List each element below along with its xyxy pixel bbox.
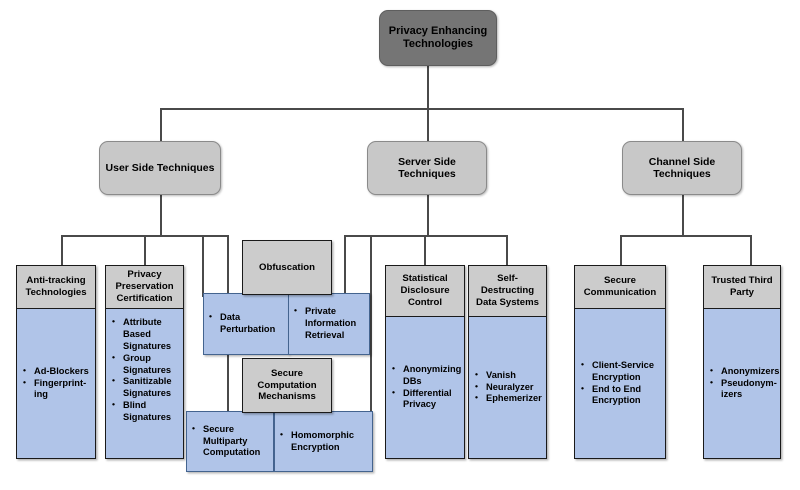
list-item: Differential Privacy: [392, 387, 459, 412]
node-data-perturbation[interactable]: Data Perturbation: [203, 293, 289, 355]
list-item: Vanish: [475, 369, 541, 382]
leaf-statistical-disclosure-title: Statistical Disclosure Control: [385, 265, 465, 317]
connector-drop-trusted-third-party: [750, 235, 752, 265]
connector-drop-secure-computation-right: [370, 235, 372, 415]
node-secure-multiparty-computation[interactable]: Secure Multiparty Computation: [186, 411, 274, 472]
leaf-privacy-preservation-body: Attribute Based Signatures Group Signatu…: [105, 309, 184, 459]
list-item: Neuralyzer: [475, 381, 541, 394]
leaf-privacy-preservation[interactable]: Privacy Preservation Certification Attri…: [105, 265, 184, 459]
connector-drop-anti-tracking: [61, 235, 63, 265]
leaf-statistical-disclosure[interactable]: Statistical Disclosure Control Anonymizi…: [385, 265, 465, 459]
connector-drop-secure-communication: [620, 235, 622, 265]
leaf-trusted-third-party[interactable]: Trusted Third Party Anonymizers Pseudony…: [703, 265, 781, 459]
node-root-label: Privacy Enhancing Technologies: [388, 25, 488, 50]
connector-channel-side-stem: [682, 195, 684, 236]
leaf-anti-tracking-body: Ad-Blockers Fingerprint-ing: [16, 309, 96, 459]
leaf-self-destructing-title: Self-Destructing Data Systems: [468, 265, 547, 317]
list-item: Ephemerizer: [475, 392, 542, 405]
node-user-side[interactable]: User Side Techniques: [99, 141, 221, 195]
leaf-trusted-third-party-body: Anonymizers Pseudonym-izers: [703, 309, 781, 459]
list-item: Pseudonym-izers: [710, 377, 777, 402]
list-item: Anonymizing DBs: [392, 363, 461, 388]
node-channel-side[interactable]: Channel Side Techniques: [622, 141, 742, 195]
connector-drop-obfuscation-right: [344, 235, 346, 297]
connector-drop-user-side: [160, 108, 162, 141]
node-homomorphic-encryption[interactable]: Homomorphic Encryption: [274, 411, 373, 472]
node-user-side-label: User Side Techniques: [105, 161, 215, 174]
leaf-self-destructing-body: Vanish Neuralyzer Ephemerizer: [468, 317, 547, 459]
leaf-privacy-preservation-title: Privacy Preservation Certification: [105, 265, 184, 309]
connector-top-bus: [160, 108, 683, 110]
list-item: Blind Signatures: [112, 399, 178, 424]
node-homomorphic-encryption-label: Homomorphic Encryption: [280, 429, 368, 454]
node-secure-multiparty-computation-label: Secure Multiparty Computation: [192, 423, 269, 460]
list-item: End to End Encryption: [581, 383, 660, 408]
leaf-anti-tracking[interactable]: Anti-tracking Technologies Ad-Blockers F…: [16, 265, 96, 459]
node-data-perturbation-label: Data Perturbation: [209, 311, 284, 336]
list-item: Fingerprint-ing: [23, 377, 90, 402]
leaf-secure-communication-body: Client-Service Encryption End to End Enc…: [574, 309, 666, 459]
node-channel-side-label: Channel Side Techniques: [648, 155, 716, 180]
connector-user-side-stem: [160, 195, 162, 236]
connector-drop-statistical-disclosure: [424, 235, 426, 265]
leaf-statistical-disclosure-body: Anonymizing DBs Differential Privacy: [385, 317, 465, 459]
connector-drop-channel-side: [682, 108, 684, 141]
connector-drop-obfuscation: [202, 235, 204, 297]
leaf-secure-communication[interactable]: Secure Communication Client-Service Encr…: [574, 265, 666, 459]
list-item: Anonymizers: [710, 365, 779, 378]
group-obfuscation-title: Obfuscation: [242, 240, 332, 295]
connector-channel-side-bus: [620, 235, 751, 237]
connector-drop-self-destructing: [506, 235, 508, 265]
node-server-side[interactable]: Server Side Techniques: [367, 141, 487, 195]
leaf-self-destructing[interactable]: Self-Destructing Data Systems Vanish Neu…: [468, 265, 547, 459]
connector-root-stem: [427, 66, 429, 109]
list-item: Client-Service Encryption: [581, 359, 660, 384]
node-private-information-retrieval-label: Private Information Retrieval: [294, 305, 365, 342]
list-item: Sanitizable Signatures: [112, 375, 178, 400]
node-server-side-label: Server Side Techniques: [398, 155, 456, 180]
connector-drop-privacy-preservation: [144, 235, 146, 265]
group-secure-computation-title: Secure Computation Mechanisms: [242, 358, 332, 413]
node-private-information-retrieval[interactable]: Private Information Retrieval: [288, 293, 370, 355]
connector-server-side-stem: [427, 195, 429, 236]
connector-drop-server-side: [427, 108, 429, 141]
leaf-trusted-third-party-title: Trusted Third Party: [703, 265, 781, 309]
list-item: Ad-Blockers: [23, 365, 90, 378]
leaf-anti-tracking-title: Anti-tracking Technologies: [16, 265, 96, 309]
leaf-secure-communication-title: Secure Communication: [574, 265, 666, 309]
list-item: Attribute Based Signatures: [112, 316, 178, 353]
node-root[interactable]: Privacy Enhancing Technologies: [379, 10, 497, 66]
list-item: Group Signatures: [112, 352, 178, 377]
